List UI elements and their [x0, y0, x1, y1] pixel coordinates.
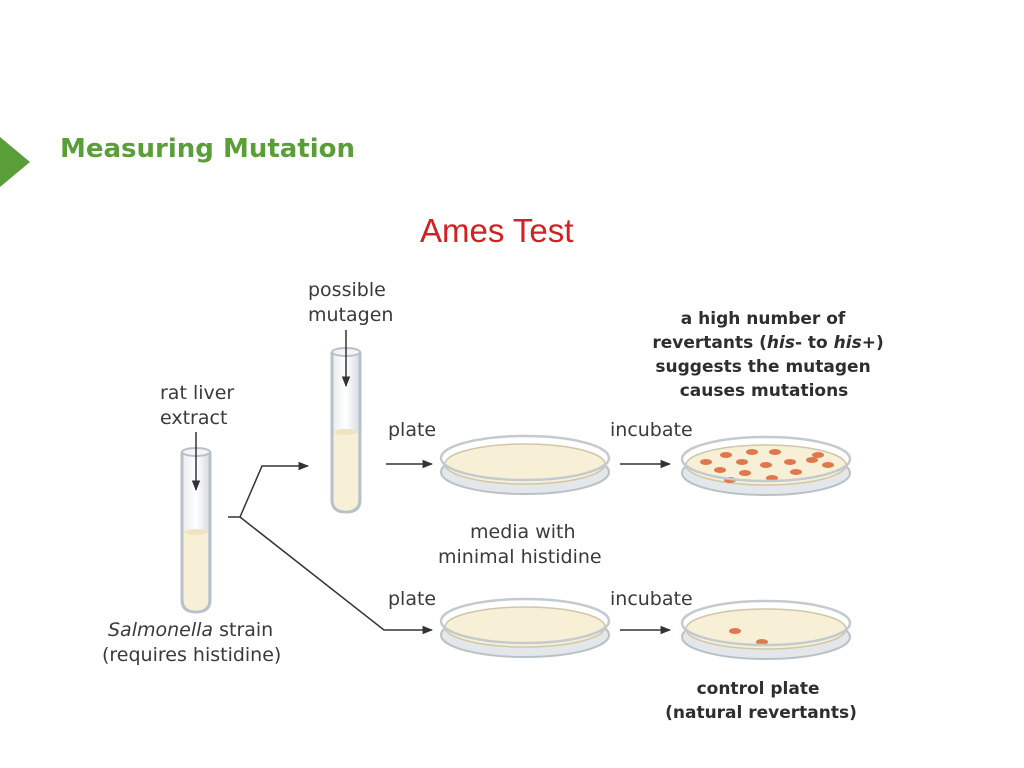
- control-plate-label: control plate (natural revertants): [665, 679, 857, 723]
- result-plate-high-revertants: [680, 435, 852, 496]
- media-label: media with minimal histidine: [438, 521, 602, 568]
- high-revertants-label: a high number of revertants (his- to his…: [652, 309, 889, 401]
- possible-mutagen-label: possible mutagen: [308, 279, 393, 326]
- salmonella-strain-label: Salmonella strain (requires histidine): [102, 619, 281, 666]
- incubate-label-top: incubate: [610, 419, 693, 441]
- slide-marker-icon: [0, 137, 30, 187]
- slide-title: Measuring Mutation: [60, 134, 356, 164]
- branch-arrow-top: [228, 461, 310, 518]
- media-plate-top: [439, 434, 611, 495]
- branch-arrow-bottom: [239, 516, 434, 635]
- media-plate-bottom: [439, 597, 611, 658]
- colony: [756, 639, 768, 645]
- incubate-label-bottom: incubate: [610, 588, 693, 610]
- diagram-title: Ames Test: [420, 212, 574, 249]
- salmonella-test-tube: [180, 447, 212, 614]
- rat-liver-extract-label: rat liver extract: [160, 382, 240, 429]
- plate-label-bottom: plate: [388, 588, 436, 610]
- plate-label-top: plate: [388, 419, 436, 441]
- colony: [729, 628, 741, 634]
- mutagen-test-tube: [330, 347, 362, 514]
- control-plate: [680, 599, 852, 660]
